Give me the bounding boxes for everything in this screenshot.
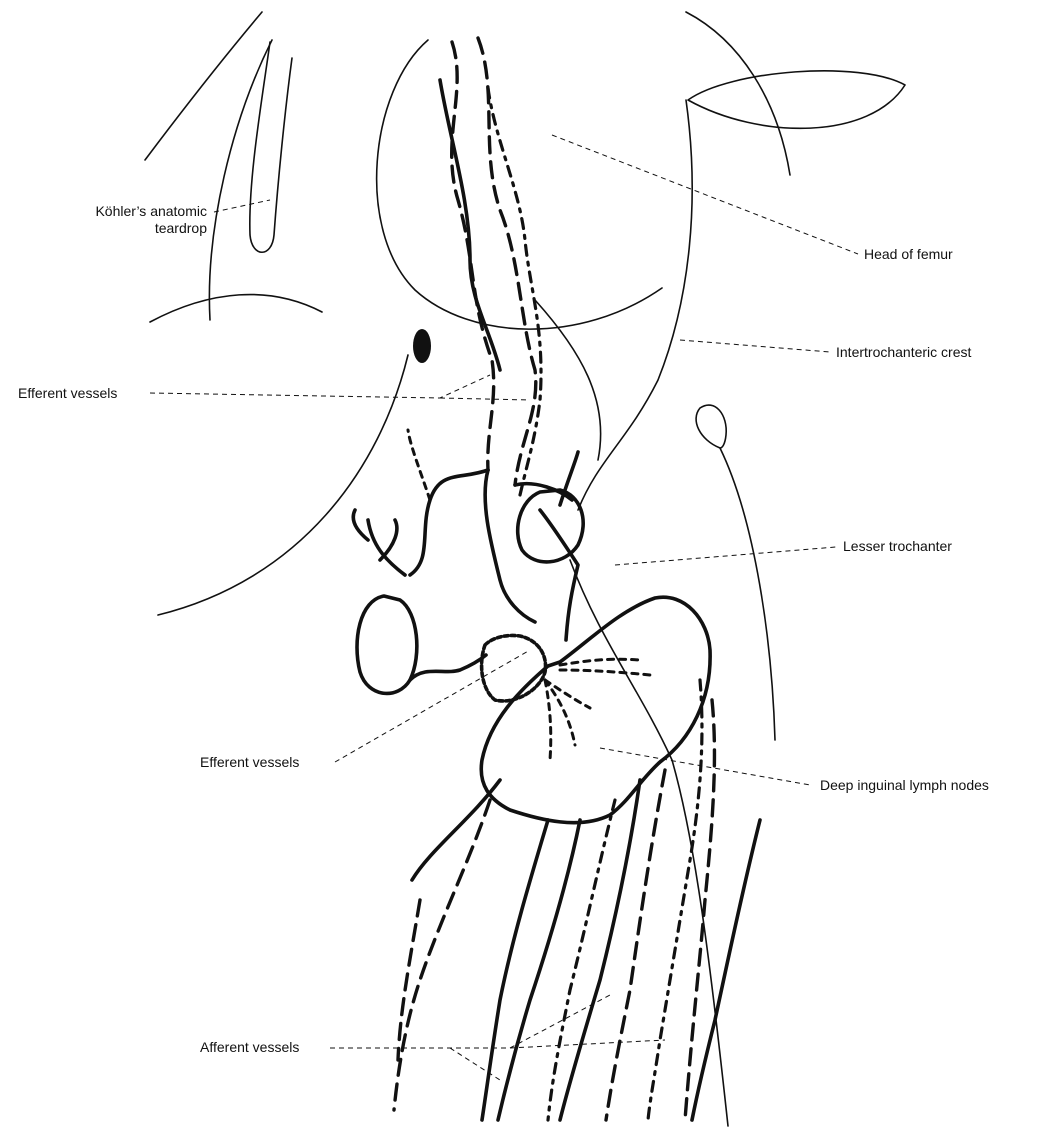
label-kohler-line2: teardrop [155, 220, 207, 236]
small-node-dot [413, 329, 431, 363]
leader-deep-inguinal [600, 748, 810, 785]
femoral-neck-cap [688, 71, 905, 129]
leader-head-of-femur [552, 135, 858, 254]
leader-kohler [214, 200, 270, 212]
label-intertrochanteric-crest: Intertrochanteric crest [836, 344, 971, 360]
aff-5 [498, 820, 580, 1120]
aff-7 [560, 780, 640, 1120]
radial-5 [560, 659, 640, 665]
leader-lesser-trochanter [615, 547, 836, 565]
radial-3 [545, 680, 551, 760]
pelvic-outlines [145, 12, 431, 615]
branch-center [485, 470, 535, 622]
efferent-vessel-trunks [353, 38, 578, 640]
aff-11 [692, 820, 760, 1120]
label-lesser-trochanter: Lesser trochanter [843, 538, 952, 554]
labels: Köhler’s anatomic teardrop Head of femur… [18, 203, 989, 1055]
label-afferent-vessels: Afferent vessels [200, 1039, 299, 1055]
radial-1 [545, 680, 590, 708]
aff-8 [606, 770, 665, 1120]
femoral-neck-medial [535, 300, 601, 460]
label-efferent-vessels-upper: Efferent vessels [18, 385, 117, 401]
leader-efferent-upper [150, 375, 530, 400]
trunk-4 [440, 80, 500, 370]
lateral-node-loop [696, 405, 726, 448]
lateral-vessel-stem [720, 448, 775, 740]
femoral-shaft-lateral [578, 100, 692, 510]
trunk-1 [452, 42, 494, 470]
left-lymph-node [357, 596, 417, 693]
aff-2 [394, 800, 490, 1110]
leader-efferent-lower [335, 650, 530, 762]
aff-1 [412, 780, 500, 880]
deep-inguinal-node-mass [481, 597, 710, 822]
node-cluster [482, 635, 546, 700]
label-kohler-line1: Köhler’s anatomic [95, 203, 207, 219]
node-link [410, 655, 486, 680]
lymph-nodes [357, 490, 710, 823]
short-efferent-vessels [410, 655, 650, 760]
branch-left-3 [353, 510, 405, 575]
aff-3 [398, 900, 420, 1060]
obturator-line [209, 40, 272, 320]
aff-9 [648, 680, 702, 1120]
branch-left-2 [408, 430, 430, 500]
afferent-vessels [394, 680, 760, 1120]
branch-to-node [540, 510, 578, 640]
pelvic-rim-line [145, 12, 262, 160]
acetabular-roof-arc [150, 295, 322, 322]
leader-intertrochanteric [680, 340, 830, 352]
label-efferent-vessels-lower: Efferent vessels [200, 754, 299, 770]
trunk-3 [488, 88, 541, 495]
label-deep-inguinal-lymph-nodes: Deep inguinal lymph nodes [820, 777, 989, 793]
label-head-of-femur: Head of femur [864, 246, 953, 262]
branch-left-1 [410, 470, 488, 575]
femur-outlines [377, 12, 905, 1126]
radial-4 [560, 670, 650, 675]
greater-trochanter-outline [686, 12, 790, 175]
leader-lines [150, 135, 858, 1080]
